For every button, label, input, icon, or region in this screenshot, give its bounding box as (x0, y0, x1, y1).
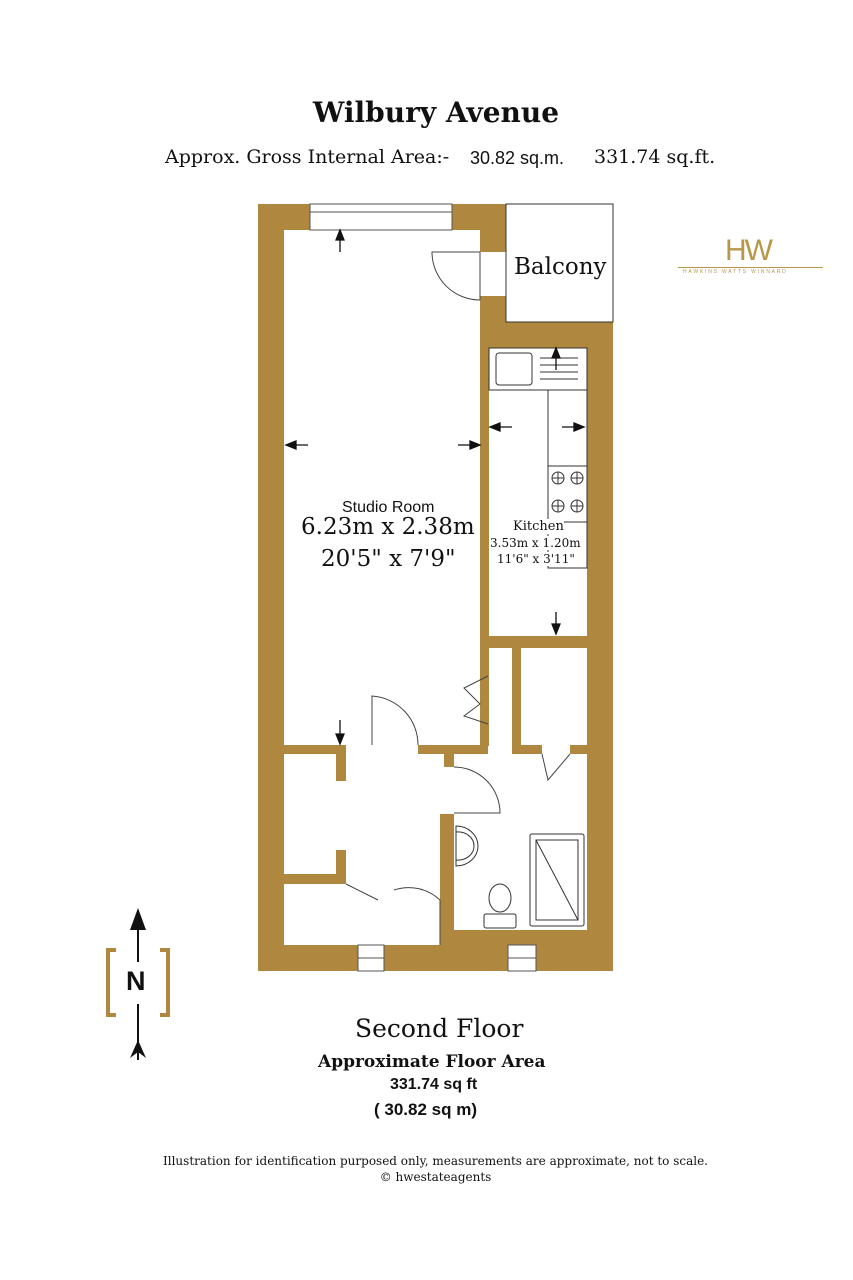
balcony-door-swing (431, 251, 481, 301)
disclaimer-text: Illustration for identification purposed… (163, 1154, 708, 1168)
compass-north-label: N (126, 966, 146, 996)
brand-logo-rule (678, 267, 823, 268)
studio-door-swing (371, 695, 419, 746)
sink (495, 352, 533, 386)
gross-area-label: Approx. Gross Internal Area:- (165, 146, 450, 168)
kitchen-name: Kitchen (513, 519, 564, 534)
floor-area-heading: Approximate Floor Area (318, 1052, 546, 1072)
studio-room-imperial: 20'5" x 7'9" (321, 546, 456, 572)
cupboard-door-swing (541, 753, 571, 782)
bathroom-fixtures (455, 825, 585, 929)
copyright-text: © hwestateagents (379, 1170, 492, 1184)
shower (529, 833, 585, 927)
gross-area-sqm: 30.82 sq.m. (470, 148, 565, 168)
bathroom-door-swing (453, 766, 501, 814)
toilet (488, 883, 512, 913)
hob (547, 465, 588, 523)
brand-logo-initials: HW (725, 234, 773, 267)
walls (258, 204, 613, 971)
balcony-outline (505, 203, 614, 323)
floor-area-sqm: ( 30.82 sq m) (374, 1100, 477, 1119)
kitchen-metric: 3.53m x 1.20m (490, 536, 581, 550)
gross-area-sqft: 331.74 sq.ft. (594, 146, 716, 168)
kitchen-units (488, 347, 588, 569)
basin (455, 825, 479, 867)
dimension-arrows (284, 228, 586, 746)
doors (345, 251, 571, 945)
kitchen-imperial: 11'6" x 3'11" (497, 552, 575, 566)
window-bottom-right (507, 944, 537, 972)
balcony-label: Balcony (514, 254, 607, 280)
floor-name: Second Floor (355, 1014, 524, 1043)
storage-bifold-door (462, 675, 489, 725)
studio-room-name: Studio Room (342, 499, 435, 516)
studio-room-metric: 6.23m x 2.38m (301, 514, 475, 540)
entrance-door-swing (393, 887, 441, 945)
window-bottom-left (357, 944, 385, 972)
window-top (309, 203, 453, 231)
floor-area-sqft: 331.74 sq ft (390, 1076, 478, 1093)
page-title: Wilbury Avenue (312, 96, 560, 129)
brand-logo-tagline: HAWKINS WATTS WINNARD (683, 269, 788, 275)
compass (106, 908, 170, 1060)
